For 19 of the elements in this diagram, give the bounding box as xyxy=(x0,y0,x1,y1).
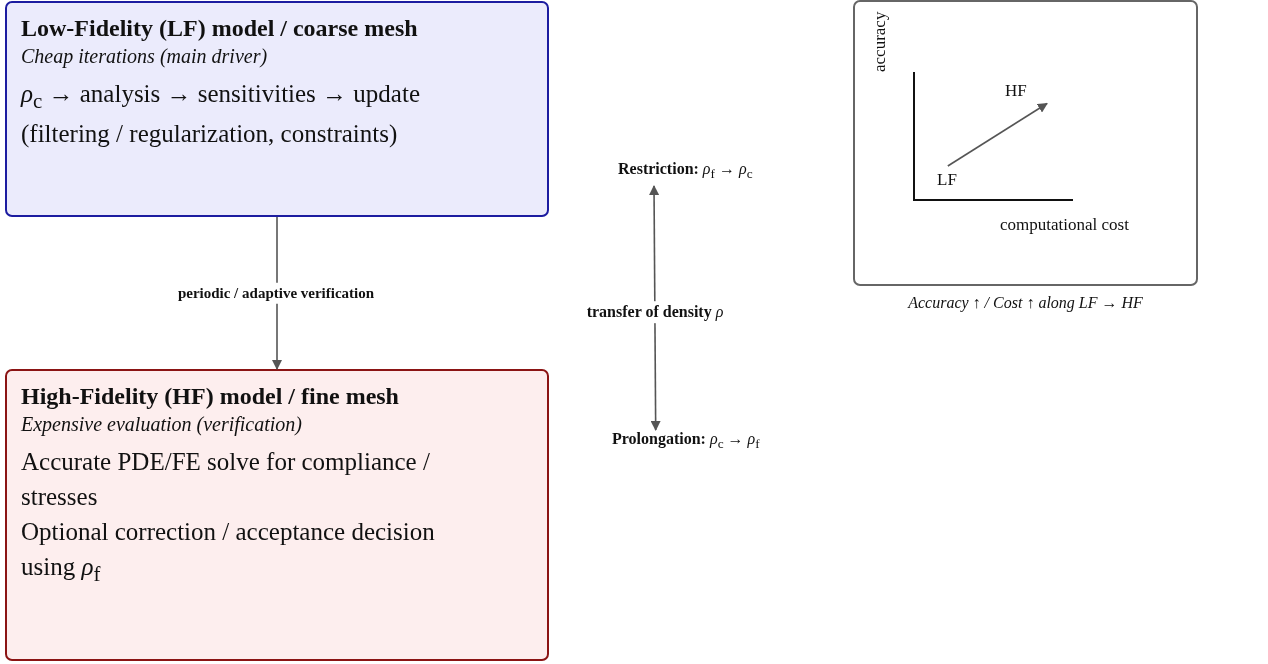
double-arrow xyxy=(649,185,661,431)
model-box xyxy=(5,369,549,661)
box-subtitle: Cheap iterations (main driver) xyxy=(21,45,269,68)
arrow xyxy=(947,102,1048,167)
axis-label: accuracy xyxy=(869,12,890,75)
point-label: HF xyxy=(1005,78,1047,104)
point-label: LF xyxy=(937,166,973,193)
box-subtitle: Expensive evaluation (verification) xyxy=(21,413,303,436)
box-heading: Low-Fidelity (LF) model / coarse mesh xyxy=(21,14,419,43)
box-text: Optional correction / acceptance decision using ρ$_{f}$ xyxy=(21,517,436,588)
axis-label: computational cost xyxy=(999,214,1130,236)
box-text: Accurate PDE/FE solve for compliance / stresses xyxy=(21,447,431,512)
inset-caption: Accuracy ↑ / Cost ↑ along LF → HF xyxy=(908,294,1143,312)
box-text: ρ$_{c}$ → analysis → sensitivities → update (filtering / regularization, constraints) xyxy=(21,79,421,150)
model-box xyxy=(5,1,549,217)
box-heading: High-Fidelity (HF) model / fine mesh xyxy=(21,382,400,411)
node-text: Prolongation: ρ$_{c}$ → ρ$_{f}$ xyxy=(612,430,842,456)
inset-panel xyxy=(853,0,1198,286)
node-text: Restriction: ρ$_{f}$ → ρ$_{c}$ xyxy=(618,160,818,186)
